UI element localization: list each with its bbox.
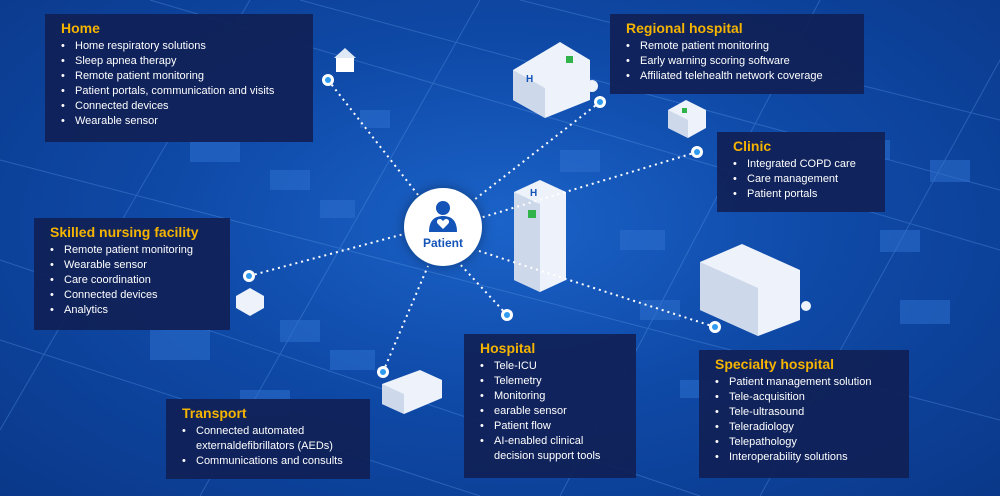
list-item: Patient flow xyxy=(480,419,622,434)
list-item: Remote patient monitoring xyxy=(50,243,216,258)
clinic-title: Clinic xyxy=(733,138,772,154)
transport-panel: Transport Connected automated externalde… xyxy=(166,399,370,479)
hospital-list: Tele-ICU Telemetry Monitoring earable se… xyxy=(480,359,622,464)
list-item: Wearable sensor xyxy=(61,114,299,129)
list-item: Affiliated telehealth network coverage xyxy=(626,69,850,84)
list-item: Remote patient monitoring xyxy=(626,39,850,54)
skilled-nursing-list: Remote patient monitoring Wearable senso… xyxy=(50,243,216,318)
list-item: Wearable sensor xyxy=(50,258,216,273)
list-item: Early warning scoring software xyxy=(626,54,850,69)
clinic-list: Integrated COPD care Care management Pat… xyxy=(733,157,871,202)
hospital-panel: Hospital Tele-ICU Telemetry Monitoring e… xyxy=(464,334,636,478)
list-item: Communications and consults xyxy=(182,454,356,469)
regional-hospital-list: Remote patient monitoring Early warning … xyxy=(626,39,850,84)
transport-title: Transport xyxy=(182,405,247,421)
list-item: Connected devices xyxy=(61,99,299,114)
list-item: Telemetry xyxy=(480,374,622,389)
svg-text:H: H xyxy=(530,188,537,199)
patient-hub: Patient xyxy=(404,188,482,266)
list-item: earable sensor xyxy=(480,404,622,419)
regional-hospital-panel: Regional hospital Remote patient monitor… xyxy=(610,14,864,94)
list-item: Teleradiology xyxy=(715,420,895,435)
svg-text:H: H xyxy=(526,74,533,85)
home-list: Home respiratory solutions Sleep apnea t… xyxy=(61,39,299,129)
list-item: decision support tools xyxy=(494,450,601,462)
list-item: Tele-ICU xyxy=(480,359,622,374)
list-item: Care management xyxy=(733,172,871,187)
specialty-hospital-title: Specialty hospital xyxy=(715,356,835,372)
list-item: Tele-acquisition xyxy=(715,390,895,405)
specialty-hospital-list: Patient management solution Tele-acquisi… xyxy=(715,375,895,465)
list-item: Connected automated xyxy=(182,424,356,439)
list-item: Integrated COPD care xyxy=(733,157,871,172)
list-item: Telepathology xyxy=(715,435,895,450)
skilled-nursing-panel: Skilled nursing facility Remote patient … xyxy=(34,218,230,330)
list-item: Care coordination xyxy=(50,273,216,288)
patient-icon xyxy=(429,201,457,232)
list-item: Tele-ultrasound xyxy=(715,405,895,420)
list-item: Interoperability solutions xyxy=(715,450,895,465)
regional-hospital-title: Regional hospital xyxy=(626,20,743,36)
list-item: Connected devices xyxy=(50,288,216,303)
list-item: Home respiratory solutions xyxy=(61,39,299,54)
list-item: Monitoring xyxy=(480,389,622,404)
list-item: Remote patient monitoring xyxy=(61,69,299,84)
hospital-title: Hospital xyxy=(480,340,536,356)
list-item: Patient management solution xyxy=(715,375,895,390)
skilled-nursing-title: Skilled nursing facility xyxy=(50,224,199,240)
list-item: externaldefibrillators (AEDs) xyxy=(196,440,333,452)
clinic-panel: Clinic Integrated COPD care Care managem… xyxy=(717,132,885,212)
list-item: AI-enabled clinical xyxy=(480,434,622,449)
list-item: Patient portals xyxy=(733,187,871,202)
list-item: Patient portals, communication and visit… xyxy=(61,84,299,99)
transport-list: Connected automated externaldefibrillato… xyxy=(182,424,356,469)
specialty-hospital-panel: Specialty hospital Patient management so… xyxy=(699,350,909,478)
list-item: Sleep apnea therapy xyxy=(61,54,299,69)
patient-label: Patient xyxy=(422,236,463,250)
list-item: Analytics xyxy=(50,303,216,318)
home-panel: Home Home respiratory solutions Sleep ap… xyxy=(45,14,313,142)
home-title: Home xyxy=(61,20,100,36)
